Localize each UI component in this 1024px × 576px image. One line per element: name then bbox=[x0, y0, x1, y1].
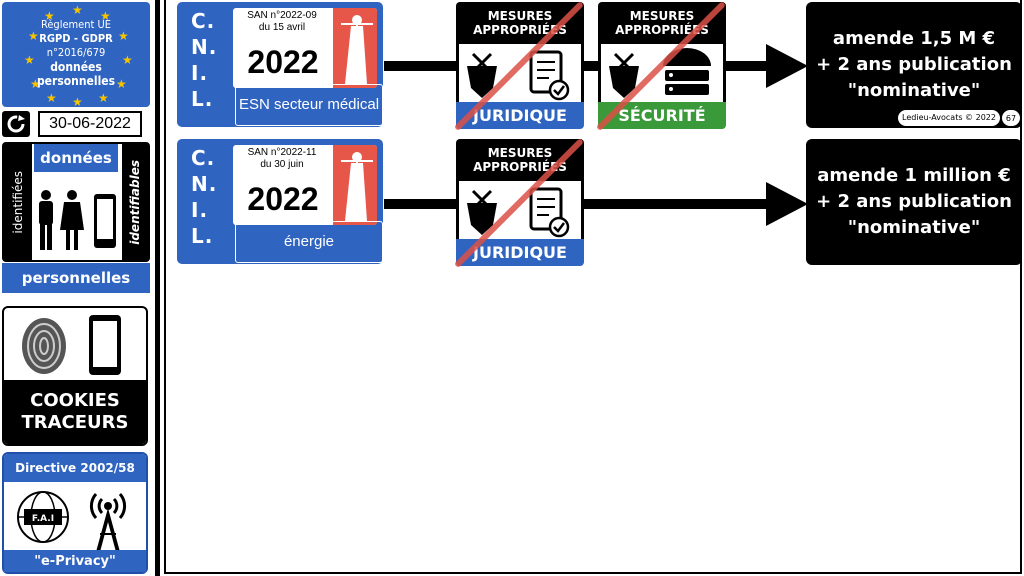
san-year: 2022 bbox=[247, 44, 319, 80]
identifiables-label: identifiables bbox=[128, 159, 142, 245]
lady-justice-icon bbox=[333, 8, 377, 88]
identifiees-label-box: identifiées bbox=[4, 144, 32, 260]
mesure-body bbox=[456, 181, 584, 239]
page-number: 67 bbox=[1002, 110, 1020, 126]
phone-icon bbox=[89, 315, 121, 375]
eu-star-icon: ★ bbox=[118, 29, 129, 43]
mesure-body bbox=[598, 44, 726, 102]
cookies-traceurs-label: COOKIES TRACEURS bbox=[4, 380, 146, 444]
mesure-body bbox=[456, 44, 584, 102]
cnil-letters: C.N.I.L. bbox=[191, 9, 218, 111]
cookies-box: COOKIES TRACEURS bbox=[2, 306, 148, 446]
content-frame bbox=[164, 0, 1022, 574]
rgpd-line: n°2016/679 bbox=[46, 46, 106, 59]
amende-line: amende 1 million € bbox=[817, 165, 1011, 186]
eu-star-icon: ★ bbox=[46, 91, 57, 105]
antenna-icon bbox=[89, 493, 127, 552]
refresh-icon bbox=[2, 111, 30, 137]
identifiees-label: identifiées bbox=[11, 170, 25, 234]
eu-star-icon: ★ bbox=[24, 53, 35, 67]
amende-line: + 2 ans publication bbox=[816, 191, 1012, 212]
amende-line: "nominative" bbox=[847, 217, 981, 238]
credit-label: Ledieu-Avocats © 2022 bbox=[898, 110, 1000, 126]
eprivacy-label: "e-Privacy" bbox=[4, 550, 146, 572]
sector-label: énergie bbox=[235, 221, 383, 263]
amende-box: amende 1 million € + 2 ans publication "… bbox=[806, 139, 1022, 265]
rgpd-badge: ★ ★ ★ ★ ★ ★ ★ ★ ★ ★ ★ ★ Règlement UE RGP… bbox=[2, 2, 150, 107]
rgpd-line: données bbox=[50, 60, 102, 74]
cnil-letters: C.N.I.L. bbox=[191, 146, 218, 248]
identifiables-label-box: identifiables bbox=[122, 144, 148, 260]
shield-checklist-icon bbox=[467, 50, 570, 101]
lady-justice-icon bbox=[333, 145, 377, 225]
amende-box: amende 1,5 M € + 2 ans publication "nomi… bbox=[806, 2, 1022, 128]
eu-star-icon: ★ bbox=[98, 91, 109, 105]
mesure-footer-juridique: JURIDIQUE bbox=[456, 102, 584, 129]
eu-star-icon: ★ bbox=[122, 53, 133, 67]
eu-star-icon: ★ bbox=[116, 77, 127, 91]
people-phone-icon bbox=[39, 190, 116, 250]
mesure-juridique-card: MESURES APPROPRIÉES JURIDIQUE bbox=[456, 139, 584, 266]
arrow-right-icon bbox=[766, 44, 808, 88]
date-row: 30-06-2022 bbox=[2, 111, 150, 137]
amende-line: "nominative" bbox=[847, 80, 981, 101]
directive-label: Directive 2002/58 bbox=[4, 454, 146, 482]
fai-label: F.A.I bbox=[32, 514, 54, 524]
shield-server-icon bbox=[609, 48, 711, 98]
connector-line bbox=[384, 199, 458, 209]
eu-star-icon: ★ bbox=[72, 3, 83, 17]
shield-checklist-icon bbox=[467, 187, 570, 238]
sector-label: ESN secteur médical bbox=[235, 84, 383, 126]
arrow-right-icon bbox=[766, 182, 808, 226]
eu-star-icon: ★ bbox=[28, 29, 39, 43]
donnees-title: données bbox=[34, 144, 118, 172]
connector-line bbox=[582, 199, 774, 209]
globe-fai-icon: F.A.I bbox=[17, 491, 69, 543]
personnelles-label: personnelles bbox=[2, 263, 150, 293]
san-year: 2022 bbox=[247, 181, 319, 217]
rgpd-line: Règlement UE bbox=[40, 18, 112, 31]
eu-star-icon: ★ bbox=[72, 95, 83, 107]
fingerprint-icon bbox=[22, 318, 66, 374]
connector-line bbox=[582, 61, 600, 71]
amende-line: amende 1,5 M € bbox=[832, 28, 996, 49]
eu-star-icon: ★ bbox=[100, 9, 111, 23]
rgpd-line: RGPD - GDPR bbox=[39, 32, 113, 45]
mesure-header: MESURES APPROPRIÉES bbox=[598, 2, 726, 44]
sidebar-divider bbox=[155, 0, 160, 576]
cookies-line: TRACEURS bbox=[21, 412, 129, 433]
eprivacy-box: Directive 2002/58 F.A.I "e-Privacy" bbox=[2, 452, 148, 574]
amende-line: + 2 ans publication bbox=[816, 54, 1012, 75]
eu-star-icon: ★ bbox=[44, 9, 55, 23]
donnees-box: données identifiées identifiables bbox=[2, 142, 150, 262]
cookies-line: COOKIES bbox=[30, 390, 120, 411]
date-label: 30-06-2022 bbox=[38, 111, 142, 137]
rgpd-line: personnelles bbox=[36, 74, 116, 88]
connector-line bbox=[724, 61, 774, 71]
connector-line bbox=[384, 61, 458, 71]
eu-star-icon: ★ bbox=[30, 77, 41, 91]
